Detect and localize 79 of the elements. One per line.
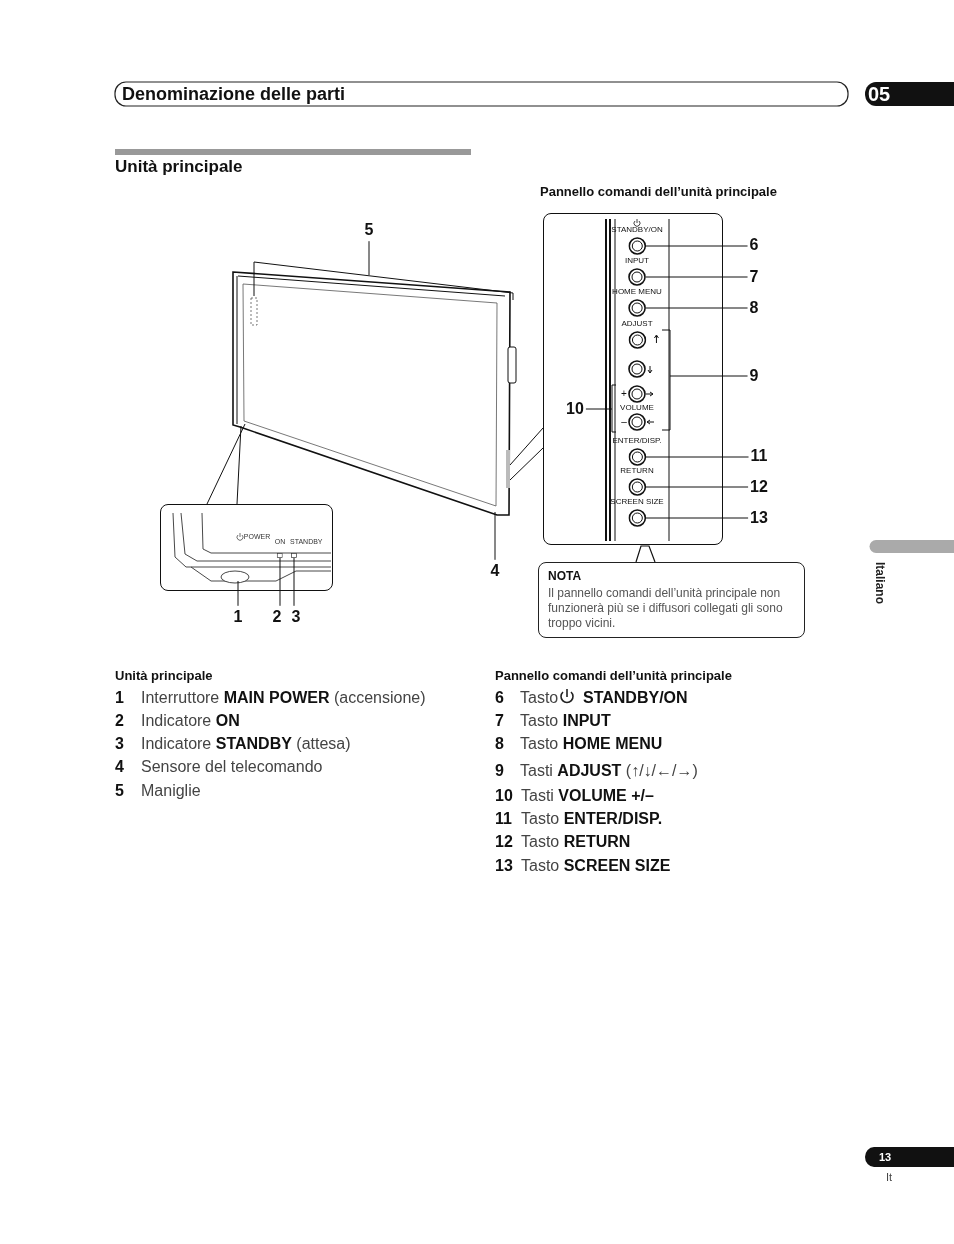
- callout-number: 5: [364, 220, 374, 240]
- callout-number: 12: [750, 477, 768, 497]
- item-description: Sensore del telecomando: [141, 757, 323, 777]
- magnifier-line: [509, 427, 544, 466]
- magnifier-line: [206, 423, 246, 505]
- figure-caption: Pannello comandi dell’unità principale: [540, 184, 777, 200]
- leader-line: [645, 456, 750, 458]
- leader-line: [253, 240, 514, 301]
- item-number: 1: [115, 688, 124, 708]
- leader-line: [645, 307, 749, 309]
- magnifier-line: [509, 447, 544, 481]
- control-button: ENTER/DISP.: [604, 437, 670, 466]
- control-button: SCREEN SIZE: [602, 498, 672, 527]
- callout-number: 2: [272, 607, 282, 627]
- language-label: Italiano: [872, 562, 886, 604]
- item-number: 5: [115, 781, 124, 801]
- list-heading: Unità principale: [115, 668, 213, 684]
- item-description: Tasto SCREEN SIZE: [521, 856, 671, 876]
- item-number: 2: [115, 711, 124, 731]
- note-box: [538, 562, 805, 638]
- item-number: 10: [495, 786, 513, 806]
- control-button: INPUT: [617, 257, 657, 286]
- leader-line: [645, 517, 749, 519]
- list-heading: Pannello comandi dell’unità principale: [495, 668, 732, 684]
- item-description: Tasto HOME MENU: [520, 734, 663, 754]
- item-number: 11: [495, 809, 512, 829]
- page-title: Denominazione delle parti: [122, 83, 346, 105]
- item-description: Tasti VOLUME +/–: [521, 786, 654, 806]
- control-button: STANDBY/ON: [603, 226, 671, 255]
- leader-line: [645, 245, 749, 247]
- section-heading: Unità principale: [115, 157, 243, 177]
- callout-number: 8: [749, 298, 759, 318]
- leader-line: [237, 580, 239, 607]
- item-number: 8: [495, 734, 504, 754]
- callout-number: 9: [749, 366, 759, 386]
- callout-number: 6: [749, 235, 759, 255]
- leader-line: [293, 557, 295, 607]
- item-number: 9: [495, 761, 504, 781]
- item-description: Tasto: [520, 688, 559, 708]
- language-code: It: [885, 1170, 893, 1184]
- callout-number: 1: [233, 607, 243, 627]
- button-label: VOLUME: [620, 403, 654, 413]
- detail-inset: [160, 504, 333, 591]
- leader-line: [661, 329, 749, 431]
- callout-number: 7: [749, 267, 759, 287]
- leader-line: [645, 486, 749, 488]
- leader-line: [585, 384, 617, 433]
- item-description: Indicatore ON: [141, 711, 240, 731]
- control-button: RETURN: [612, 467, 662, 496]
- item-description: Tasto RETURN: [521, 832, 631, 852]
- note-text: Il pannello comandi dell’unità principale non funzionerà più se i diffusori collegati gli sono troppo vicini.: [548, 586, 784, 631]
- control-button: ADJUST: [613, 320, 661, 349]
- item-description: STANDBY/ON: [583, 688, 688, 708]
- callout-number: 10: [566, 399, 584, 419]
- callout-number: 3: [291, 607, 301, 627]
- chapter-number: 05: [868, 82, 891, 106]
- item-description: Tasti ADJUST (↑/↓/←/→): [520, 761, 698, 781]
- callout-number: 13: [750, 508, 768, 528]
- item-description: Tasto ENTER/DISP.: [521, 809, 663, 829]
- item-description: Interruttore MAIN POWER (accensione): [141, 688, 426, 708]
- item-description: Indicatore STANDBY (attesa): [141, 734, 351, 754]
- page-number: 13: [878, 1150, 892, 1164]
- item-description: Tasto INPUT: [520, 711, 611, 731]
- item-number: 12: [495, 832, 513, 852]
- item-number: 6: [495, 688, 504, 708]
- control-panel: [543, 213, 723, 545]
- item-number: 4: [115, 757, 124, 777]
- note-heading: NOTA: [548, 569, 583, 583]
- item-number: 7: [495, 711, 504, 731]
- item-number: 13: [495, 856, 513, 876]
- leader-line: [494, 511, 496, 561]
- callout-number: 4: [490, 561, 500, 581]
- item-description: Maniglie: [141, 781, 201, 801]
- leader-line: [645, 276, 749, 278]
- leader-line: [279, 557, 281, 607]
- callout-number: 11: [750, 446, 768, 466]
- item-number: 3: [115, 734, 124, 754]
- magnifier-line: [236, 425, 242, 505]
- control-button: HOME MENU: [604, 288, 670, 317]
